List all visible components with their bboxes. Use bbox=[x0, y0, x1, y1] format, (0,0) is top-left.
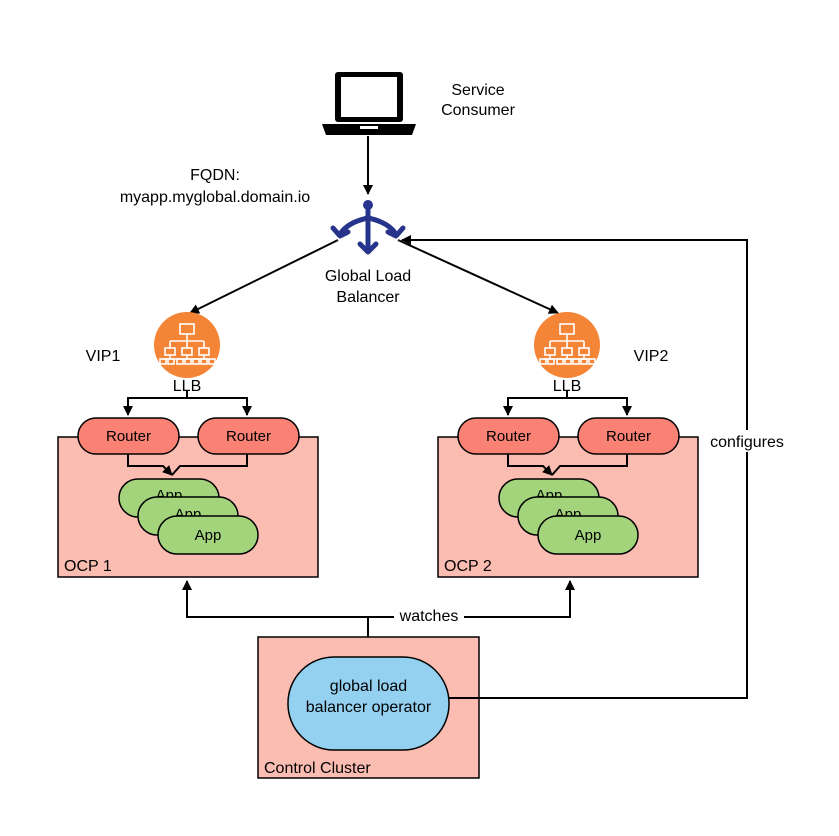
ocp1-router-a-label: Router bbox=[106, 428, 151, 445]
watches-label-bg bbox=[394, 605, 464, 625]
ocp1-router-a-to-app-arrow bbox=[127, 454, 173, 476]
watches-ocp1-arrow bbox=[182, 580, 369, 637]
llb1-label: LLB bbox=[173, 378, 201, 395]
llb1-to-router-b-arrow bbox=[187, 397, 252, 416]
llb2-to-router-b-arrow bbox=[567, 397, 632, 416]
ocp1-router-b-label: Router bbox=[226, 428, 271, 445]
ocp2-router-b bbox=[577, 417, 680, 455]
watches-label: watches bbox=[399, 608, 459, 625]
ocp2-app-3 bbox=[537, 515, 639, 555]
llb2-label: LLB bbox=[553, 378, 581, 395]
ocp2-router-b-to-app-arrow bbox=[551, 454, 628, 476]
configures-arrow bbox=[401, 235, 748, 699]
ocp2-router-b-label: Router bbox=[606, 428, 651, 445]
vip2-label: VIP2 bbox=[634, 348, 669, 365]
network-hierarchy-icon bbox=[154, 312, 220, 378]
glb-label-line1: Global Load bbox=[325, 268, 411, 285]
operator-label-line2: balancer operator bbox=[306, 699, 432, 716]
llb1-to-router-a-arrow bbox=[123, 391, 188, 416]
ocp1-label: OCP 1 bbox=[64, 558, 112, 575]
configures-label: configures bbox=[710, 434, 784, 451]
ocp1-router-b bbox=[197, 417, 300, 455]
glb-to-llb1-arrow bbox=[189, 239, 339, 314]
operator-label-line1: global load bbox=[330, 678, 407, 695]
configures-label-bg bbox=[702, 430, 792, 452]
laptop-icon bbox=[322, 72, 416, 135]
glb-to-llb2-arrow bbox=[397, 239, 559, 314]
network-hierarchy-icon bbox=[534, 312, 600, 378]
ocp2-router-a-label: Router bbox=[486, 428, 531, 445]
vip1-label: VIP1 bbox=[86, 348, 121, 365]
glb-label-line2: Balancer bbox=[336, 289, 400, 306]
load-balancer-icon bbox=[330, 200, 406, 255]
ocp2-label: OCP 2 bbox=[444, 558, 492, 575]
ocp1-app-3 bbox=[157, 515, 259, 555]
llb2-to-router-a-arrow bbox=[503, 391, 568, 416]
fqdn-label-line1: FQDN: bbox=[190, 167, 240, 184]
ocp2-app-3-label: App bbox=[575, 527, 602, 544]
global-load-balancer-operator bbox=[287, 656, 450, 751]
fqdn-label-line2: myapp.myglobal.domain.io bbox=[120, 189, 310, 206]
consumer-label-line2: Consumer bbox=[441, 102, 515, 119]
ocp2-router-a-to-app-arrow bbox=[507, 454, 553, 476]
ocp1-router-b-to-app-arrow bbox=[171, 454, 248, 476]
consumer-label-line1: Service bbox=[451, 82, 504, 99]
ocp1-app-3-label: App bbox=[195, 527, 222, 544]
control-cluster-label: Control Cluster bbox=[264, 760, 371, 777]
